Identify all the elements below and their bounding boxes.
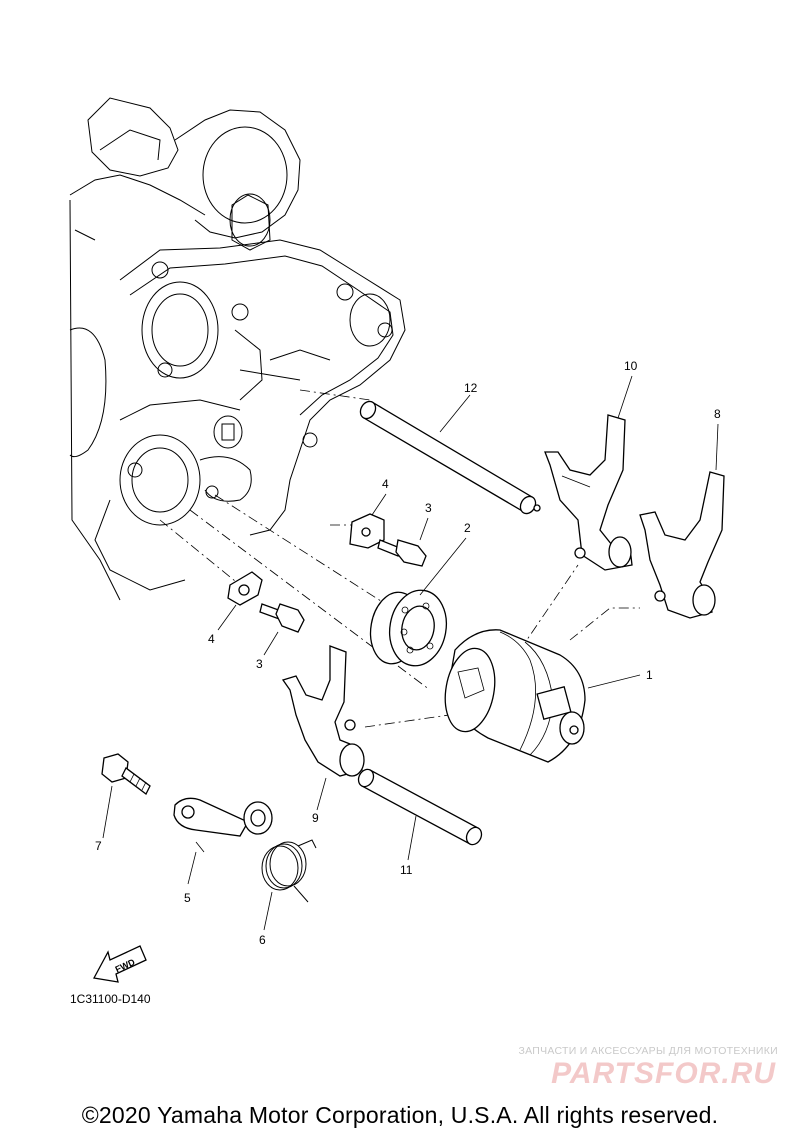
- callout-1: 1: [646, 668, 653, 682]
- callout-11: 11: [400, 863, 413, 877]
- part-7-bolt[interactable]: [101, 753, 151, 795]
- callout-4-lower: 4: [208, 632, 215, 646]
- leader-lines: [102, 375, 719, 931]
- watermark-tagline: ЗАПЧАСТИ И АКСЕССУАРЫ ДЛЯ МОТОТЕХНИКИ: [518, 1045, 778, 1057]
- copyright-footer: ©2020 Yamaha Motor Corporation, U.S.A. A…: [81, 1102, 719, 1128]
- fwd-arrow-icon: [92, 945, 147, 983]
- part-8-shift-fork[interactable]: [639, 471, 725, 619]
- part-1-shift-drum[interactable]: [439, 629, 586, 763]
- callout-6: 6: [259, 933, 266, 947]
- callout-8: 8: [714, 407, 721, 421]
- part-4-stopper-plate-lower[interactable]: [227, 571, 263, 606]
- diagram-code: 1C31100-D140: [70, 992, 151, 1006]
- part-2-bearing[interactable]: [365, 586, 452, 671]
- fwd-arrow: FWD: [92, 945, 147, 983]
- crankcase-outline: [69, 97, 406, 601]
- part-10-shift-fork[interactable]: [544, 414, 633, 571]
- callout-3-lower: 3: [256, 657, 263, 671]
- callout-9: 9: [312, 811, 319, 825]
- callout-3-upper: 3: [425, 501, 432, 515]
- part-9-shift-fork[interactable]: [281, 645, 365, 777]
- part-4-stopper-plate-upper[interactable]: [349, 513, 385, 549]
- callout-12: 12: [464, 381, 478, 395]
- callout-2: 2: [464, 521, 471, 535]
- callout-10: 10: [624, 359, 638, 373]
- callout-5: 5: [184, 891, 191, 905]
- callout-labels: 1 2 3 3 4 4 5 6 7 8 9 10 11 12: [95, 359, 721, 947]
- part-12-guide-bar[interactable]: [357, 399, 541, 517]
- callout-4-upper: 4: [382, 477, 389, 491]
- callout-7: 7: [95, 839, 102, 853]
- part-6-torsion-spring[interactable]: [261, 839, 317, 903]
- part-3-bolt-upper[interactable]: [377, 539, 427, 567]
- part-5-stopper-lever[interactable]: [173, 797, 273, 853]
- part-11-guide-bar[interactable]: [356, 767, 485, 847]
- part-3-bolt-lower[interactable]: [259, 603, 305, 633]
- watermark-logo: PARTSFOR.RU: [551, 1057, 776, 1090]
